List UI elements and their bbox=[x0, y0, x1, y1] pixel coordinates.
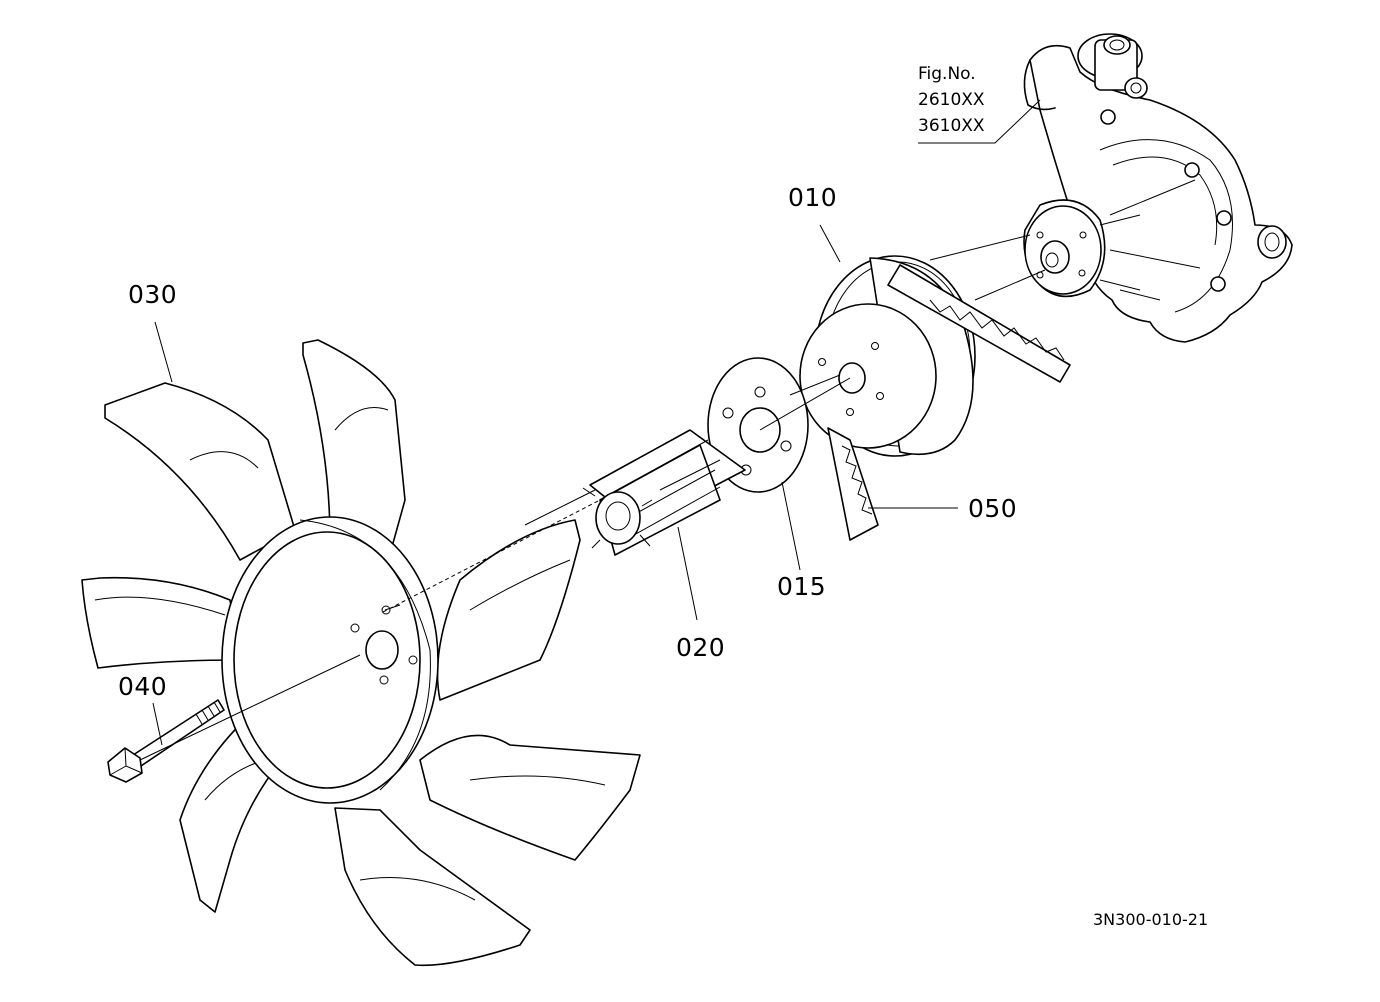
fig-label: Fig.No. bbox=[918, 64, 976, 84]
v-belt-icon bbox=[827, 264, 1071, 541]
callout-020: 020 bbox=[676, 633, 726, 662]
assembly-center-lines bbox=[139, 234, 1046, 761]
fig-number-1: 2610XX bbox=[918, 90, 985, 110]
callout-015: 015 bbox=[777, 572, 827, 601]
bolt-icon bbox=[107, 699, 225, 783]
fig-leader-line bbox=[918, 99, 1041, 144]
drawing-id: 3N300-010-21 bbox=[1093, 910, 1209, 929]
cooling-fan-icon bbox=[81, 339, 641, 967]
spacer-icon bbox=[582, 429, 746, 556]
callout-030: 030 bbox=[128, 280, 178, 309]
fig-number-2: 3610XX bbox=[918, 116, 985, 136]
leader-lines bbox=[152, 224, 958, 746]
pulley-icon bbox=[799, 255, 976, 457]
water-pump-icon bbox=[1023, 33, 1293, 343]
callout-010: 010 bbox=[788, 183, 838, 212]
callout-050: 050 bbox=[968, 494, 1018, 523]
callout-040: 040 bbox=[118, 672, 168, 701]
